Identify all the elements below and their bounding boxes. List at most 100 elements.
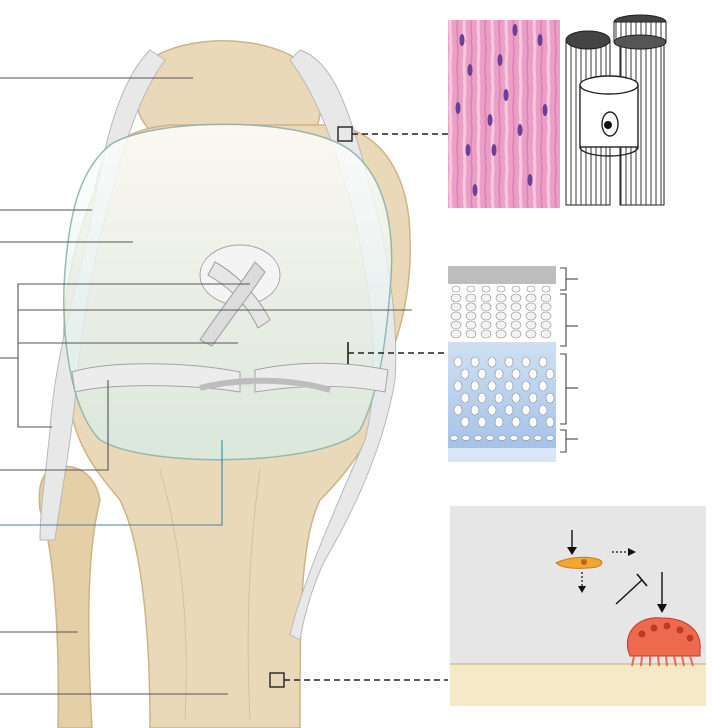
inset-ligament-histology bbox=[448, 20, 560, 208]
ruffled-border bbox=[631, 655, 694, 667]
chondrocyte bbox=[480, 311, 492, 321]
nucleus bbox=[491, 144, 497, 156]
chondrocyte bbox=[485, 435, 495, 441]
chondrocyte bbox=[504, 404, 514, 416]
leader-lines-left bbox=[0, 77, 412, 695]
chondrocyte bbox=[509, 435, 519, 441]
dotted-arrow-right-icon bbox=[628, 548, 636, 556]
chondrocyte bbox=[465, 329, 477, 339]
nucleus bbox=[487, 114, 493, 126]
nucleus bbox=[517, 124, 523, 136]
fibroblast-nuclei bbox=[455, 24, 548, 196]
chondrocyte bbox=[480, 329, 492, 339]
transverse-ligament bbox=[199, 377, 331, 393]
nucleus bbox=[467, 64, 473, 76]
chondrocyte bbox=[481, 285, 491, 293]
chondrocyte bbox=[466, 285, 476, 293]
arrow-down-icon bbox=[657, 604, 667, 613]
chondrocyte bbox=[521, 356, 531, 368]
chondrocyte bbox=[511, 392, 521, 404]
zone-brackets bbox=[560, 267, 578, 453]
chondrocyte bbox=[528, 416, 538, 428]
chondrocyte bbox=[453, 404, 463, 416]
chondrocyte bbox=[510, 329, 522, 339]
chondrocyte bbox=[497, 435, 507, 441]
chondrocyte bbox=[511, 416, 521, 428]
inset-bone-remodeling bbox=[450, 506, 706, 706]
nucleus bbox=[542, 104, 548, 116]
nucleus bbox=[537, 34, 543, 46]
chondrocyte bbox=[480, 320, 492, 330]
chondrocyte bbox=[521, 380, 531, 392]
chondrocyte bbox=[540, 320, 552, 330]
chondrocyte bbox=[477, 368, 487, 380]
nucleus bbox=[455, 102, 461, 114]
nucleus bbox=[503, 89, 509, 101]
chondrocyte bbox=[470, 356, 480, 368]
chondrocyte bbox=[480, 302, 492, 312]
chondrocyte bbox=[525, 311, 537, 321]
chondrocytes bbox=[449, 285, 555, 441]
chondrocyte bbox=[525, 293, 537, 303]
nucleus bbox=[497, 54, 503, 66]
chondrocyte bbox=[545, 416, 555, 428]
chondrocyte bbox=[525, 302, 537, 312]
chondrocyte bbox=[449, 435, 459, 441]
osteoblast-cell bbox=[555, 556, 603, 569]
chondrocyte bbox=[510, 302, 522, 312]
chondrocyte bbox=[477, 392, 487, 404]
chondrocyte bbox=[538, 380, 548, 392]
chondrocyte bbox=[453, 356, 463, 368]
chondrocyte bbox=[465, 302, 477, 312]
chondrocyte bbox=[473, 435, 483, 441]
chondrocyte bbox=[541, 285, 551, 293]
nucleus bbox=[512, 24, 518, 36]
chondrocyte bbox=[511, 285, 521, 293]
chondrocyte bbox=[494, 368, 504, 380]
chondrocyte bbox=[453, 380, 463, 392]
arrow-down-icon bbox=[567, 547, 577, 555]
nucleus bbox=[472, 184, 478, 196]
chondrocyte bbox=[521, 435, 531, 441]
chondrocyte bbox=[545, 368, 555, 380]
chondrocyte bbox=[460, 416, 470, 428]
bone-texture bbox=[247, 469, 261, 721]
dotted-arrow-down-icon bbox=[578, 586, 586, 593]
chondrocyte bbox=[470, 380, 480, 392]
chondrocyte bbox=[510, 320, 522, 330]
chondrocyte bbox=[540, 293, 552, 303]
chondrocyte bbox=[504, 380, 514, 392]
nucleus bbox=[465, 144, 471, 156]
chondrocyte bbox=[545, 392, 555, 404]
chondrocyte bbox=[495, 293, 507, 303]
chondrocyte bbox=[526, 285, 536, 293]
chondrocyte bbox=[480, 293, 492, 303]
chondrocyte bbox=[465, 293, 477, 303]
inset-cartilage-zones bbox=[448, 266, 578, 466]
chondrocyte bbox=[487, 404, 497, 416]
chondrocyte bbox=[540, 302, 552, 312]
chondrocyte bbox=[511, 368, 521, 380]
inhibition-arrow-icon bbox=[615, 579, 643, 605]
chondrocyte bbox=[533, 435, 543, 441]
chondrocyte bbox=[460, 392, 470, 404]
chondrocyte bbox=[521, 404, 531, 416]
nucleus bbox=[527, 174, 533, 186]
chondrocyte bbox=[450, 302, 462, 312]
chondrocyte bbox=[465, 311, 477, 321]
chondrocyte bbox=[538, 356, 548, 368]
bone-texture bbox=[159, 469, 187, 721]
inset-fiber-diagram bbox=[562, 14, 672, 208]
chondrocyte bbox=[528, 368, 538, 380]
chondrocyte bbox=[470, 404, 480, 416]
chondrocyte bbox=[450, 293, 462, 303]
chondrocyte bbox=[450, 311, 462, 321]
chondrocyte bbox=[510, 293, 522, 303]
chondrocyte bbox=[477, 416, 487, 428]
chondrocyte bbox=[525, 329, 537, 339]
posterior-cruciate-ligament bbox=[199, 261, 266, 347]
chondrocyte bbox=[451, 285, 461, 293]
chondrocyte bbox=[450, 329, 462, 339]
